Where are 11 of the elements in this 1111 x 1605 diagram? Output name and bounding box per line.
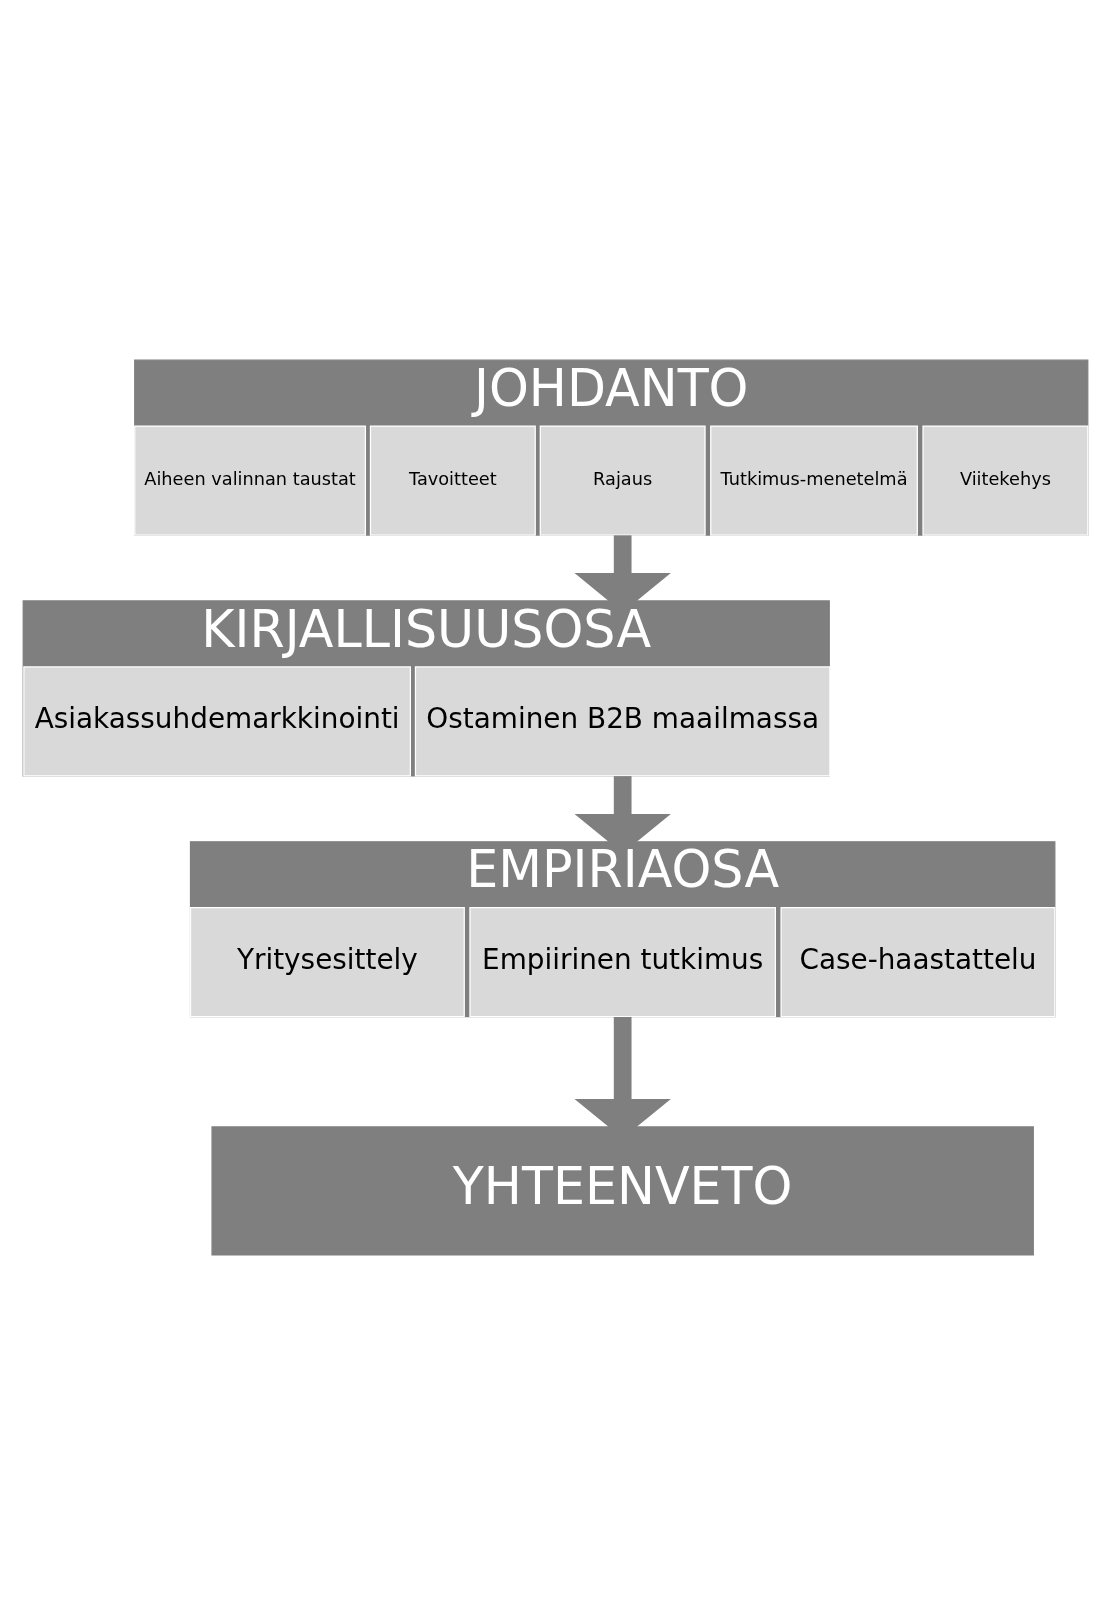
node-box: Tavoitteet	[369, 425, 536, 536]
node-box: Yritysesittely	[189, 907, 465, 1018]
node-box: Viitekehys	[922, 425, 1089, 536]
node-box: Ostaminen B2B maailmassa	[414, 666, 831, 777]
node-box: Tutkimus-menetelmä	[710, 425, 918, 536]
node-box: Aiheen valinnan taustat	[134, 425, 367, 536]
node-box: Case-haastattelu	[780, 907, 1056, 1018]
node-box: Rajaus	[539, 425, 706, 536]
node-box: Asiakassuhdemarkkinointi	[23, 666, 412, 777]
node-box: YHTEENVETO	[211, 1126, 1034, 1256]
node-box: Empiirinen tutkimus	[469, 907, 776, 1018]
